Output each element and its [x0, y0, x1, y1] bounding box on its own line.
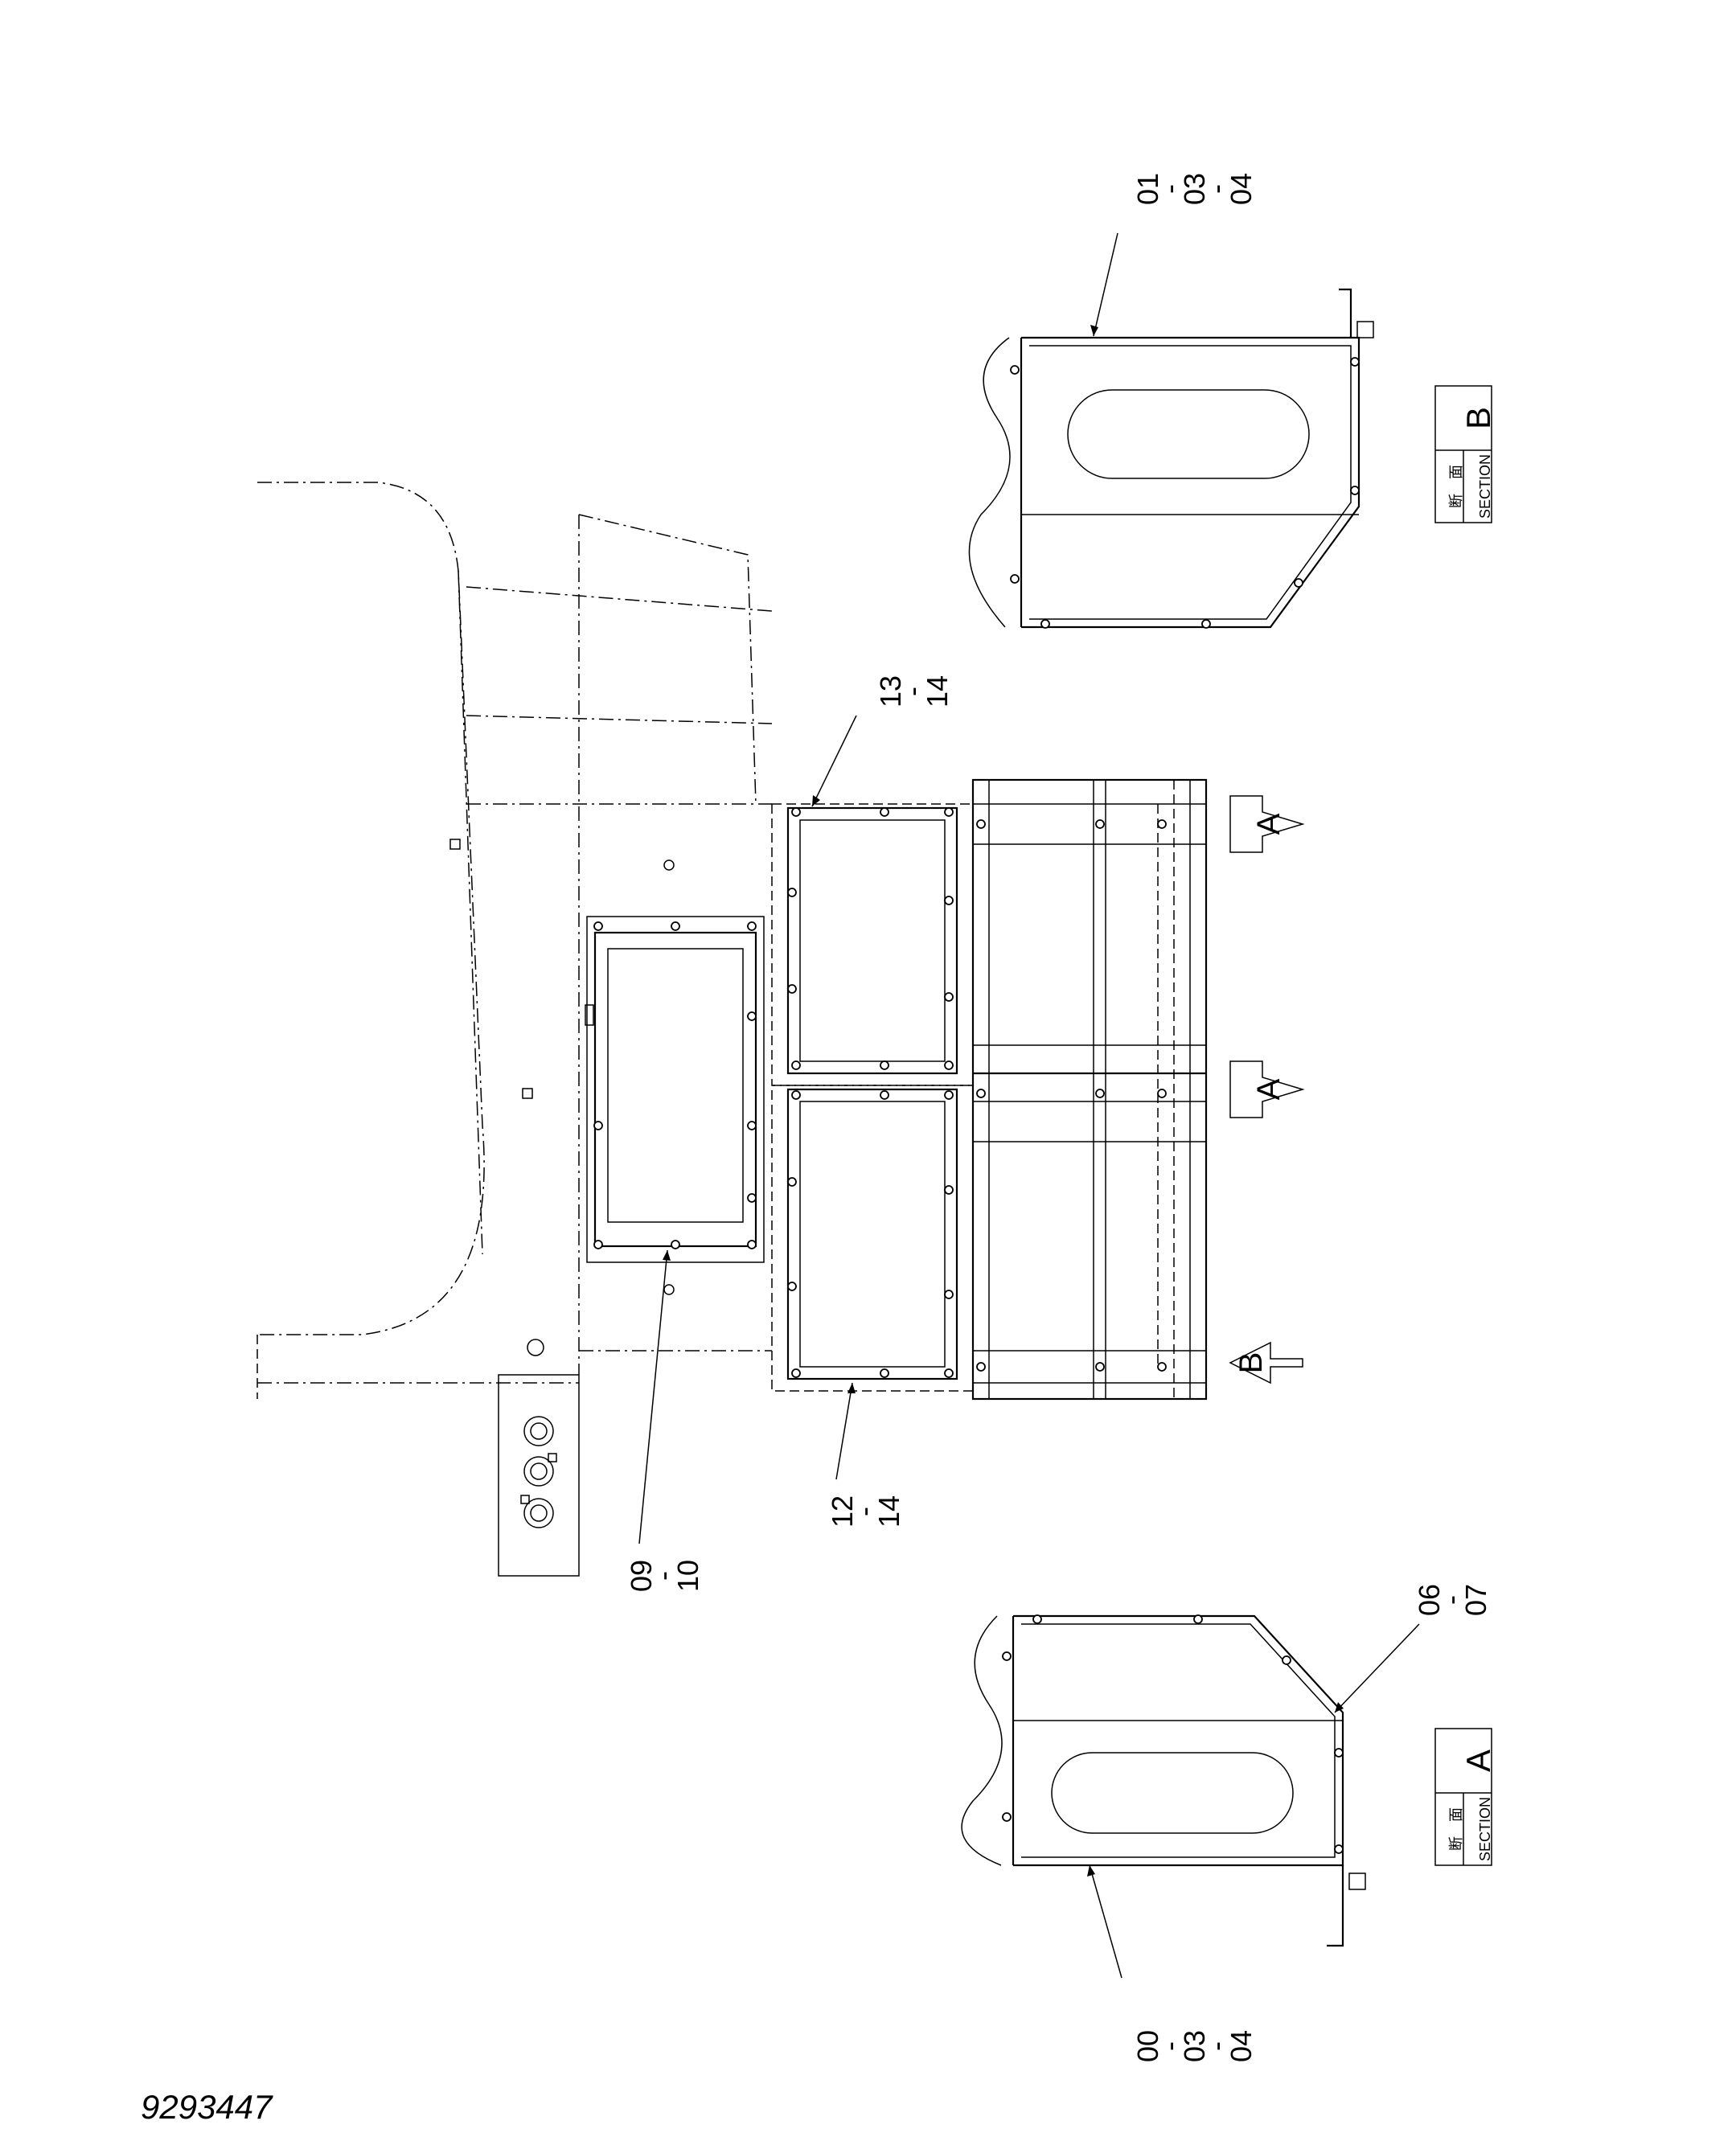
- side-cover-panel: [971, 778, 1208, 1401]
- section-letter: B: [1459, 407, 1497, 429]
- section-b-view: [968, 288, 1374, 629]
- section-kanji: 断 面: [1448, 1807, 1464, 1851]
- callout-text: -: [1200, 184, 1233, 194]
- callout-00-03-04: 00 - 03 - 04: [1131, 2030, 1258, 2062]
- callout-text: 13: [874, 675, 907, 708]
- hydraulic-fittings: [520, 1416, 557, 1528]
- callout-text: 00: [1131, 2030, 1164, 2062]
- callout-text: 07: [1459, 1584, 1492, 1616]
- callout-text: 12: [826, 1495, 859, 1528]
- callout-09-10: 09 - 10: [625, 1560, 704, 1592]
- drawing-number: 9293447: [141, 2088, 273, 2126]
- callout-text: 04: [1225, 173, 1258, 205]
- section-a-label: A 断 面 SECTION: [1434, 1728, 1497, 1866]
- view-arrow-a-upper: A: [1229, 795, 1305, 853]
- callout-12-14: 12 - 14: [826, 1495, 905, 1528]
- access-cover-12-14: [771, 1085, 974, 1392]
- callout-text: -: [1153, 184, 1186, 194]
- section-label: SECTION: [1477, 1797, 1493, 1861]
- callout-text: -: [847, 1507, 880, 1516]
- callout-01-03-04: 01 - 03 - 04: [1131, 173, 1258, 205]
- leader-lines: [638, 232, 1420, 1979]
- callout-text: 09: [625, 1560, 658, 1592]
- callout-text: -: [1434, 1595, 1467, 1605]
- callout-text: 14: [921, 675, 954, 708]
- callout-text: -: [1200, 2041, 1233, 2051]
- section-letter: A: [1459, 1749, 1497, 1772]
- callout-text: 06: [1413, 1584, 1446, 1616]
- callout-text: 01: [1131, 173, 1164, 205]
- view-arrow-label: B: [1233, 1352, 1269, 1374]
- callout-13-14: 13 - 14: [874, 675, 954, 708]
- section-label: SECTION: [1477, 454, 1493, 519]
- access-cover-09-10: [585, 916, 765, 1263]
- view-arrow-label: A: [1251, 813, 1287, 835]
- view-arrow-b: B: [1229, 1341, 1303, 1384]
- view-arrow-a-lower: A: [1229, 1060, 1305, 1118]
- callout-text: 04: [1225, 2030, 1258, 2062]
- callout-text: 03: [1178, 173, 1211, 205]
- section-a-view: [961, 1614, 1366, 1947]
- section-kanji: 断 面: [1448, 465, 1464, 508]
- callout-text: 03: [1178, 2030, 1211, 2062]
- machine-frame-outline: [257, 482, 773, 1577]
- view-arrow-label: A: [1251, 1078, 1287, 1100]
- callout-text: 10: [671, 1560, 704, 1592]
- callout-text: 14: [872, 1495, 905, 1528]
- callout-06-07: 06 - 07: [1413, 1584, 1492, 1616]
- section-b-label: B 断 面 SECTION: [1434, 385, 1497, 523]
- callout-text: -: [646, 1571, 679, 1581]
- access-cover-13-14: [771, 803, 974, 1086]
- callout-text: -: [896, 687, 929, 696]
- callout-text: -: [1153, 2041, 1186, 2051]
